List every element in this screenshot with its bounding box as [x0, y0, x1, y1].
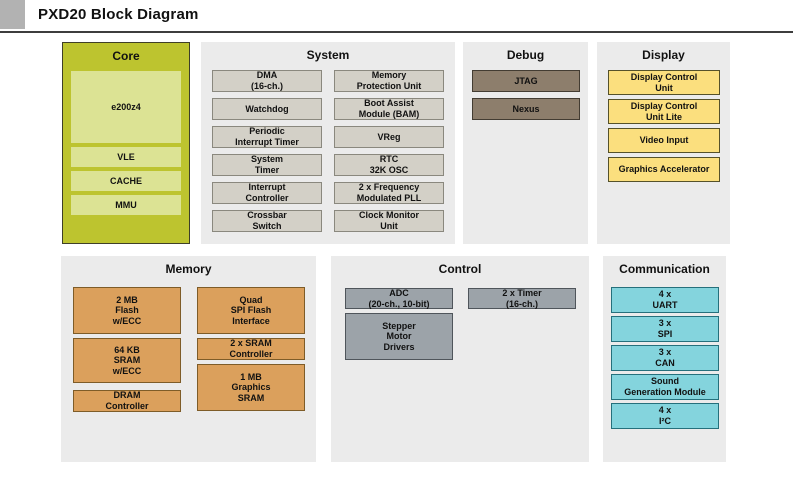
block-boot-assist-module: Boot Assist Module (BAM) — [334, 98, 444, 120]
block-quad-spi-flash-interface: Quad SPI Flash Interface — [197, 287, 305, 334]
section-display: Display Display Control Unit Display Con… — [597, 42, 730, 244]
block-sound-generation-module: Sound Generation Module — [611, 374, 719, 400]
block-watchdog: Watchdog — [212, 98, 322, 120]
block-graphics-accelerator: Graphics Accelerator — [608, 157, 720, 182]
core-body: e200z4 VLE CACHE MMU — [71, 71, 181, 215]
block-2x-frequency-modulated-pll: 2 x Frequency Modulated PLL — [334, 182, 444, 204]
section-system: System DMA (16-ch.) Memory Protection Un… — [201, 42, 455, 244]
block-2x-timer: 2 x Timer (16-ch.) — [468, 288, 576, 309]
section-memory-title: Memory — [165, 262, 212, 276]
debug-body: JTAG Nexus — [472, 70, 580, 120]
block-vle: VLE — [71, 147, 181, 167]
block-system-timer: System Timer — [212, 154, 322, 176]
block-3x-spi: 3 x SPI — [611, 316, 719, 342]
section-communication: Communication 4 x UART 3 x SPI 3 x CAN S… — [603, 256, 726, 462]
block-adc: ADC (20-ch., 10-bit) — [345, 288, 453, 309]
section-control: Control ADC (20-ch., 10-bit) 2 x Timer (… — [331, 256, 589, 462]
memory-column-1: 2 MB Flash w/ECC 64 KB SRAM w/ECC DRAM C… — [73, 287, 181, 412]
memory-columns: 2 MB Flash w/ECC 64 KB SRAM w/ECC DRAM C… — [73, 287, 316, 412]
block-4x-i2c: 4 x I²C — [611, 403, 719, 429]
block-e200z4: e200z4 — [71, 71, 181, 143]
communication-body: 4 x UART 3 x SPI 3 x CAN Sound Generatio… — [611, 287, 719, 429]
display-body: Display Control Unit Display Control Uni… — [608, 70, 720, 182]
page-title: PXD20 Block Diagram — [38, 6, 199, 23]
block-crossbar-switch: Crossbar Switch — [212, 210, 322, 232]
block-cache: CACHE — [71, 171, 181, 191]
block-4x-uart: 4 x UART — [611, 287, 719, 313]
block-memory-protection-unit: Memory Protection Unit — [334, 70, 444, 92]
block-jtag: JTAG — [472, 70, 580, 92]
section-memory: Memory 2 MB Flash w/ECC 64 KB SRAM w/ECC… — [61, 256, 316, 462]
section-system-title: System — [306, 48, 350, 62]
block-periodic-interrupt-timer: Periodic Interrupt Timer — [212, 126, 322, 148]
block-rtc-32k-osc: RTC 32K OSC — [334, 154, 444, 176]
block-nexus: Nexus — [472, 98, 580, 120]
block-display-control-unit: Display Control Unit — [608, 70, 720, 95]
section-communication-title: Communication — [619, 262, 710, 276]
memory-column-2: Quad SPI Flash Interface 2 x SRAM Contro… — [197, 287, 305, 412]
section-debug: Debug JTAG Nexus — [463, 42, 588, 244]
block-3x-can: 3 x CAN — [611, 345, 719, 371]
block-1mb-graphics-sram: 1 MB Graphics SRAM — [197, 364, 305, 411]
section-control-title: Control — [438, 262, 482, 276]
block-vreg: VReg — [334, 126, 444, 148]
block-video-input: Video Input — [608, 128, 720, 153]
block-2mb-flash-ecc: 2 MB Flash w/ECC — [73, 287, 181, 334]
system-grid: DMA (16-ch.) Memory Protection Unit Watc… — [201, 70, 455, 232]
section-debug-title: Debug — [506, 48, 545, 62]
block-interrupt-controller: Interrupt Controller — [212, 182, 322, 204]
block-clock-monitor-unit: Clock Monitor Unit — [334, 210, 444, 232]
block-64kb-sram-ecc: 64 KB SRAM w/ECC — [73, 338, 181, 383]
section-display-title: Display — [642, 48, 685, 62]
control-row: ADC (20-ch., 10-bit) 2 x Timer (16-ch.) — [345, 288, 589, 309]
section-core: Core e200z4 VLE CACHE MMU — [62, 42, 190, 244]
block-2x-sram-controller: 2 x SRAM Controller — [197, 338, 305, 360]
header-accent-square — [0, 0, 25, 29]
header-divider — [0, 31, 793, 33]
block-display-control-unit-lite: Display Control Unit Lite — [608, 99, 720, 124]
block-dma: DMA (16-ch.) — [212, 70, 322, 92]
block-stepper-motor-drivers: Stepper Motor Drivers — [345, 313, 453, 360]
block-mmu: MMU — [71, 195, 181, 215]
block-dram-controller: DRAM Controller — [73, 390, 181, 412]
section-core-title: Core — [112, 49, 140, 63]
